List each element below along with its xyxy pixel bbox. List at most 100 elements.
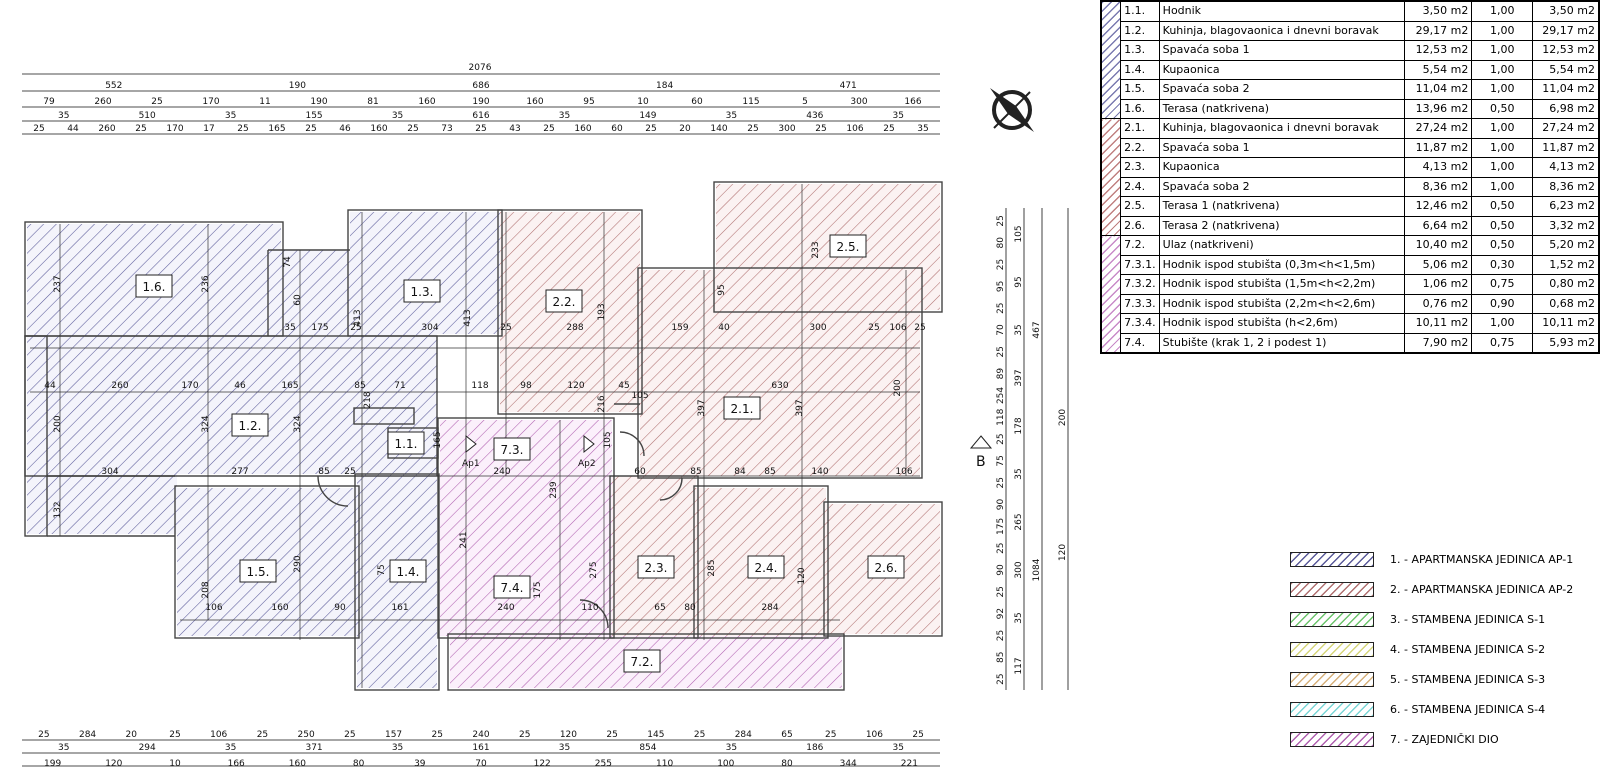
dim-value: 25	[151, 97, 162, 107]
dim-value: 106	[846, 124, 863, 134]
dim-value: 75	[377, 564, 387, 575]
dim-value: 284	[761, 603, 778, 613]
bottom-dimension-chains	[22, 739, 940, 767]
dim-value: 35	[58, 743, 69, 753]
dim-value: 25	[350, 323, 361, 333]
dim-value: 60	[293, 294, 303, 306]
room-label: 2.3.	[645, 561, 668, 575]
cell-area: 11,04 m2	[1403, 79, 1473, 100]
cell-net: 0,80 m2	[1532, 274, 1600, 295]
dim-value: 25	[996, 302, 1006, 313]
dim-value: 208	[201, 581, 211, 598]
cell-name: Kuhinja, blagovaonica i dnevni boravak	[1158, 118, 1406, 139]
cell-coef: 1,00	[1471, 118, 1534, 139]
dim-value: 324	[201, 415, 211, 432]
cell-net: 3,50 m2	[1532, 0, 1600, 22]
dim-value: 110	[656, 759, 673, 768]
room-label: 1.6.	[143, 280, 166, 294]
dim-value: 160	[271, 603, 288, 613]
dim-value: 25	[519, 730, 530, 740]
dim-value: 25	[169, 730, 180, 740]
dim-value: 160	[289, 759, 306, 768]
dim-value: 25	[257, 730, 268, 740]
legend-label: 6. - STAMBENA JEDINICA S-4	[1390, 703, 1546, 716]
cell-coef: 0,75	[1471, 332, 1534, 354]
dim-value: 25	[38, 730, 49, 740]
dim-value: 70	[996, 324, 1006, 336]
dim-value: 20	[126, 730, 138, 740]
dim-value: 300	[809, 323, 826, 333]
dim-value: 105	[1014, 225, 1024, 242]
dim-value: 35	[726, 743, 737, 753]
dim-value: 277	[231, 467, 248, 477]
dim-value: 35	[1014, 324, 1024, 335]
room-labels: 1.6. 1.2. 1.3. 1.1. 1.4. 1.5. 2.2. 2.1. …	[135, 234, 905, 673]
cell-coef: 0,50	[1471, 235, 1534, 256]
dim-value: 85	[996, 652, 1006, 663]
dim-value: 106	[205, 603, 222, 613]
cell-area: 11,87 m2	[1403, 137, 1473, 158]
dim-value: 25	[996, 215, 1006, 226]
dim-value: 166	[228, 759, 245, 768]
dim-value: 218	[363, 391, 373, 408]
dim-value: 40	[718, 323, 730, 333]
cell-net: 11,87 m2	[1532, 137, 1600, 158]
dim-value: 175	[311, 323, 328, 333]
dim-value: 25	[694, 730, 705, 740]
cell-no: 1.1.	[1120, 0, 1160, 22]
legend-swatch	[1290, 612, 1374, 627]
dim-value: 190	[310, 97, 327, 107]
room-label: 2.2.	[553, 295, 576, 309]
area-table-row: 7.3.4.Hodnik ispod stubišta (h<2,6m)10,1…	[1101, 313, 1600, 334]
cell-net: 5,20 m2	[1532, 235, 1600, 256]
unit-swatch	[1100, 235, 1122, 354]
axis-lines	[30, 184, 920, 688]
dim-value: 70	[475, 759, 487, 768]
dim-value: 25	[344, 467, 355, 477]
cell-area: 0,76 m2	[1403, 293, 1473, 314]
dim-value: 60	[691, 97, 703, 107]
dim-value: 120	[567, 381, 584, 391]
dim-value: 85	[318, 467, 329, 477]
dim-value: 397	[1014, 369, 1024, 386]
dim-value: 90	[334, 603, 346, 613]
cell-name: Spavaća soba 2	[1158, 79, 1406, 100]
cell-name: Kuhinja, blagovaonica i dnevni boravak	[1158, 20, 1406, 41]
dim-value: 90	[996, 564, 1006, 576]
dim-value: 43	[509, 124, 520, 134]
cell-name: Hodnik ispod stubišta (1,5m<h<2,2m)	[1158, 274, 1406, 295]
cell-coef: 1,00	[1471, 176, 1534, 197]
dim-value: 25	[912, 730, 923, 740]
dim-value: 200	[893, 379, 903, 396]
dim-value: 145	[647, 730, 664, 740]
dim-value: 35	[559, 743, 570, 753]
dim-value: 20	[679, 124, 691, 134]
dim-value: 35	[58, 111, 69, 121]
dim-value: 45	[618, 381, 629, 391]
cell-no: 1.6.	[1120, 98, 1160, 119]
dim-value: 81	[367, 97, 378, 107]
dim-value: 216	[597, 395, 607, 412]
cell-coef: 0,50	[1471, 215, 1534, 236]
dim-value: 44	[44, 381, 56, 391]
dim-value: 240	[472, 730, 489, 740]
dim-value: 290	[293, 555, 303, 572]
dim-value: 39	[414, 759, 426, 768]
cell-net: 29,17 m2	[1532, 20, 1600, 41]
cell-net: 10,11 m2	[1532, 313, 1600, 334]
entrance-label: Ap2	[578, 459, 596, 469]
dim-value: 300	[850, 97, 867, 107]
dim-value: 240	[497, 603, 514, 613]
cell-coef: 1,00	[1471, 0, 1534, 22]
dim-value: 140	[710, 124, 727, 134]
dim-value: 89	[996, 368, 1006, 380]
dim-value: 304	[421, 323, 438, 333]
room-label: 7.4.	[501, 581, 524, 595]
dim-value: 35	[559, 111, 570, 121]
dim-value: 46	[339, 124, 351, 134]
dim-value: 300	[778, 124, 795, 134]
cell-coef: 1,00	[1471, 157, 1534, 178]
